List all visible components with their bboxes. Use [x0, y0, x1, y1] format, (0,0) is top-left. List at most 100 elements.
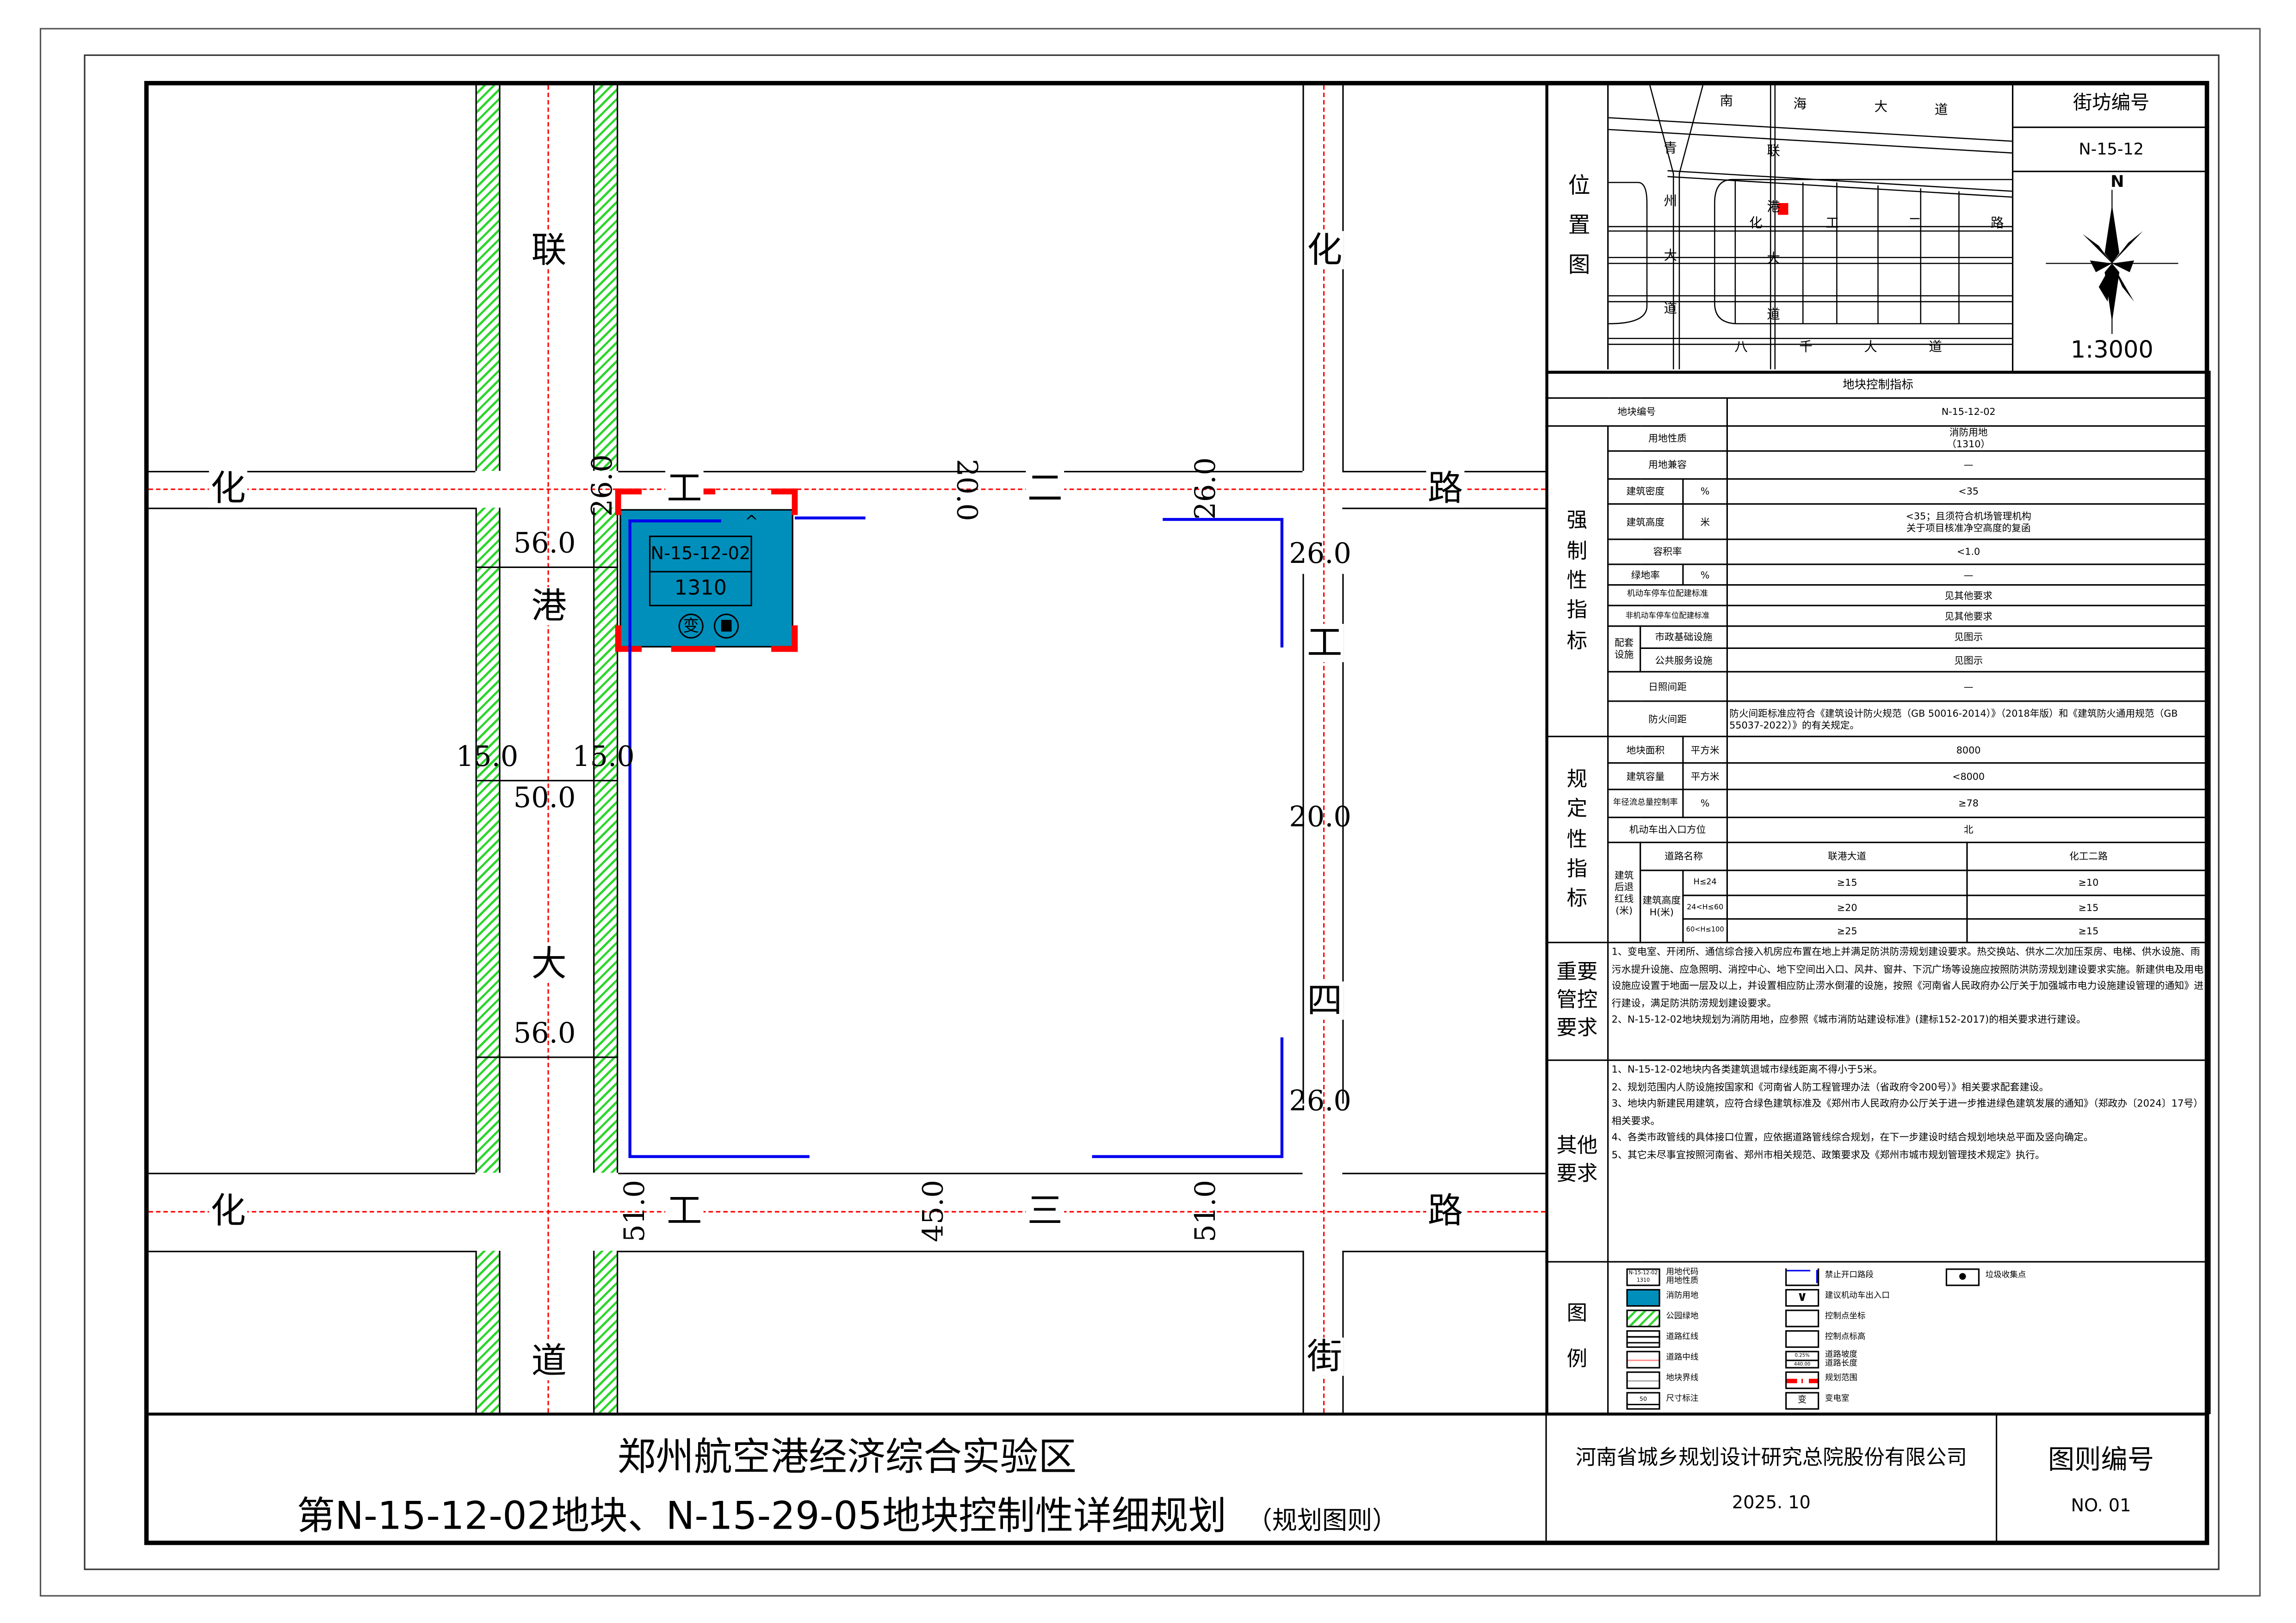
cell-label: 日照间距 [1607, 671, 1728, 703]
center-line-swatch [1626, 1350, 1660, 1368]
road-label-char: 大 [530, 944, 569, 983]
cell-value: 见其他要求 [1726, 584, 2211, 607]
road-red-line [1302, 574, 1304, 1104]
dimension-label: 50.0 [513, 782, 576, 815]
legend-label: 变电室 [1825, 1395, 1850, 1405]
map-text: 州 [1664, 195, 1677, 210]
legend-item-plan-boundary: 规划范围 [1785, 1371, 1857, 1389]
road-red-line [1342, 574, 1344, 1104]
other-requirements-text: 1、N-15-12-02地块内各类建筑退城市绿线距离不得小于5米。 2、规划范围… [1607, 1060, 2211, 1263]
cell-label: 地块编号 [1545, 397, 1728, 427]
road-label-char: 工 [665, 469, 704, 508]
key-requirements-text: 1、变电室、开闭所、通信综合接入机房应布置在地上并满足防洪防涝规划建设要求。热交… [1607, 942, 2211, 1061]
cell-value: — [1726, 450, 2211, 480]
requirement-item: 1、N-15-12-02地块内各类建筑退城市绿线距离不得小于5米。 [1611, 1064, 1883, 1076]
cell-label: 机动车停车位配建标准 [1607, 584, 1728, 607]
legend-label: 控制点坐标 [1825, 1313, 1866, 1322]
garbage-collection-icon: ▆ [713, 613, 739, 639]
north-label: N [2110, 172, 2124, 191]
height-value-line: <35；且须符合机场管理机构 [1906, 510, 2031, 522]
road-center-line [149, 488, 1546, 490]
company-name: 河南省城乡规划设计研究总院股份有限公司 [1575, 1446, 1967, 1470]
requirement-item: 1、变电室、开闭所、通信综合接入机房应布置在地上并满足防洪防涝规划建设要求。热交… [1611, 946, 2204, 1009]
road-red-line [618, 1251, 1303, 1253]
road-label-char: 化 [1305, 231, 1344, 270]
plan-title: 第N-15-12-02地块、N-15-29-05地块控制性详细规划 [297, 1495, 1227, 1539]
map-text: 工 [1826, 217, 1839, 232]
slope-swatch: 0.25%440.00 [1785, 1351, 1819, 1369]
section-legend: 图例 [1545, 1261, 1609, 1415]
no-opening-line [628, 1155, 810, 1158]
no-opening-line [1163, 518, 1281, 521]
label-char: 位 [1568, 172, 1590, 199]
land-use-code: （1310） [1947, 438, 1991, 450]
legend-item-entrance: ∨建议机动车出入口 [1785, 1289, 1890, 1307]
dimension-line [475, 780, 619, 782]
cell-unit: % [1682, 478, 1728, 506]
road-label-char: 三 [1026, 1191, 1064, 1230]
cell-label: 用地兼容 [1607, 450, 1728, 480]
ctrl-coord-swatch [1785, 1309, 1819, 1327]
park-green-strip [593, 85, 619, 471]
no-opening-line [628, 519, 631, 1157]
map-text: 大 [1664, 249, 1677, 265]
dimension-label: 56.0 [513, 527, 576, 560]
entrance-arrow-icon: ^ [744, 512, 759, 531]
map-text: 二 [1908, 217, 1922, 232]
park-green-strip [475, 1251, 501, 1413]
cell-label: 建筑后退红线(米) [1607, 842, 1641, 944]
fire-land-swatch [1626, 1289, 1660, 1307]
requirement-item: 4、各类市政管线的具体接口位置，应依据道路管线综合规划，在下一步建设时结合规划地… [1611, 1132, 2093, 1144]
map-text: 南 [1720, 95, 1733, 110]
legend-item-park: 公园绿地 [1626, 1309, 1698, 1327]
road-red-line [618, 1173, 1303, 1174]
requirement-item: 2、规划范围内人防设施按国家和《河南省人防工程管理办法（省政府令200号）》相关… [1611, 1081, 2049, 1093]
legend-label: 用地代码 [1666, 1268, 1699, 1277]
legend-item-ctrl-coord: 控制点坐标 [1785, 1309, 1865, 1327]
cell-label: 绿地率 [1607, 564, 1684, 586]
legend-label: 地块界线 [1666, 1375, 1699, 1384]
cell-range: H≤24 [1682, 870, 1728, 897]
legend-label: 道路长度 [1825, 1360, 1857, 1369]
key-section-label: 重要管控要求 [1556, 961, 1598, 1041]
mandatory-section-label: 强制性指标 [1566, 509, 1588, 653]
plot-land-use: 1310 [650, 571, 751, 605]
dimension-label: 26.0 [1289, 1085, 1352, 1118]
map-text: 道 [1767, 308, 1780, 323]
plan-boundary-dash [671, 646, 716, 652]
company-cell: 河南省城乡规划设计研究总院股份有限公司 2025. 10 [1545, 1415, 1998, 1544]
road-label-char: 联 [530, 231, 569, 270]
road-label-char: 二 [1026, 469, 1064, 508]
no-opening-line [628, 519, 721, 523]
legend-label: 禁止开口路段 [1825, 1271, 1874, 1281]
drawing-code-cell: 图则编号 NO. 01 [1997, 1416, 2205, 1544]
fire-station-plot[interactable] [619, 509, 793, 648]
red-line-swatch [1626, 1330, 1660, 1348]
dimension-label: 51.0 [619, 1179, 651, 1242]
park-green-strip [475, 85, 501, 471]
map-text: 道 [1929, 340, 1942, 356]
legend-item-garbage: ●垃圾收集点 [1945, 1268, 2026, 1286]
no-opening-line [794, 516, 866, 520]
road-red-line [149, 471, 476, 473]
dimension-label: 15.0 [572, 741, 635, 773]
legend-label: 道路中线 [1666, 1354, 1699, 1363]
cell-value: <35；且须符合机场管理机构关于项目核准净空高度的复函 [1726, 503, 2211, 541]
legend-label: 建议机动车出入口 [1825, 1292, 1890, 1302]
cell-value: 消防用地（1310） [1726, 425, 2211, 452]
dimension-line [475, 1056, 619, 1058]
cell-value: ≥15 [1966, 895, 2211, 920]
legend-item-substation: 变变电室 [1785, 1391, 1850, 1409]
plot-label: N-15-12-02 1310 [649, 536, 752, 606]
legend-label: 尺寸标注 [1666, 1395, 1699, 1405]
park-green-strip [593, 507, 619, 1173]
substation-icon: 变 [1785, 1391, 1819, 1409]
cell-header: 化工二路 [1966, 842, 2211, 872]
dimension-label: 20.0 [1289, 801, 1352, 834]
cell-value: ≥10 [1966, 870, 2211, 897]
legend-label: 道路红线 [1666, 1333, 1699, 1343]
no-opening-line [1280, 1037, 1284, 1155]
road-label-char: 路 [1426, 469, 1465, 508]
prescriptive-section-label: 规定性指标 [1566, 768, 1588, 911]
